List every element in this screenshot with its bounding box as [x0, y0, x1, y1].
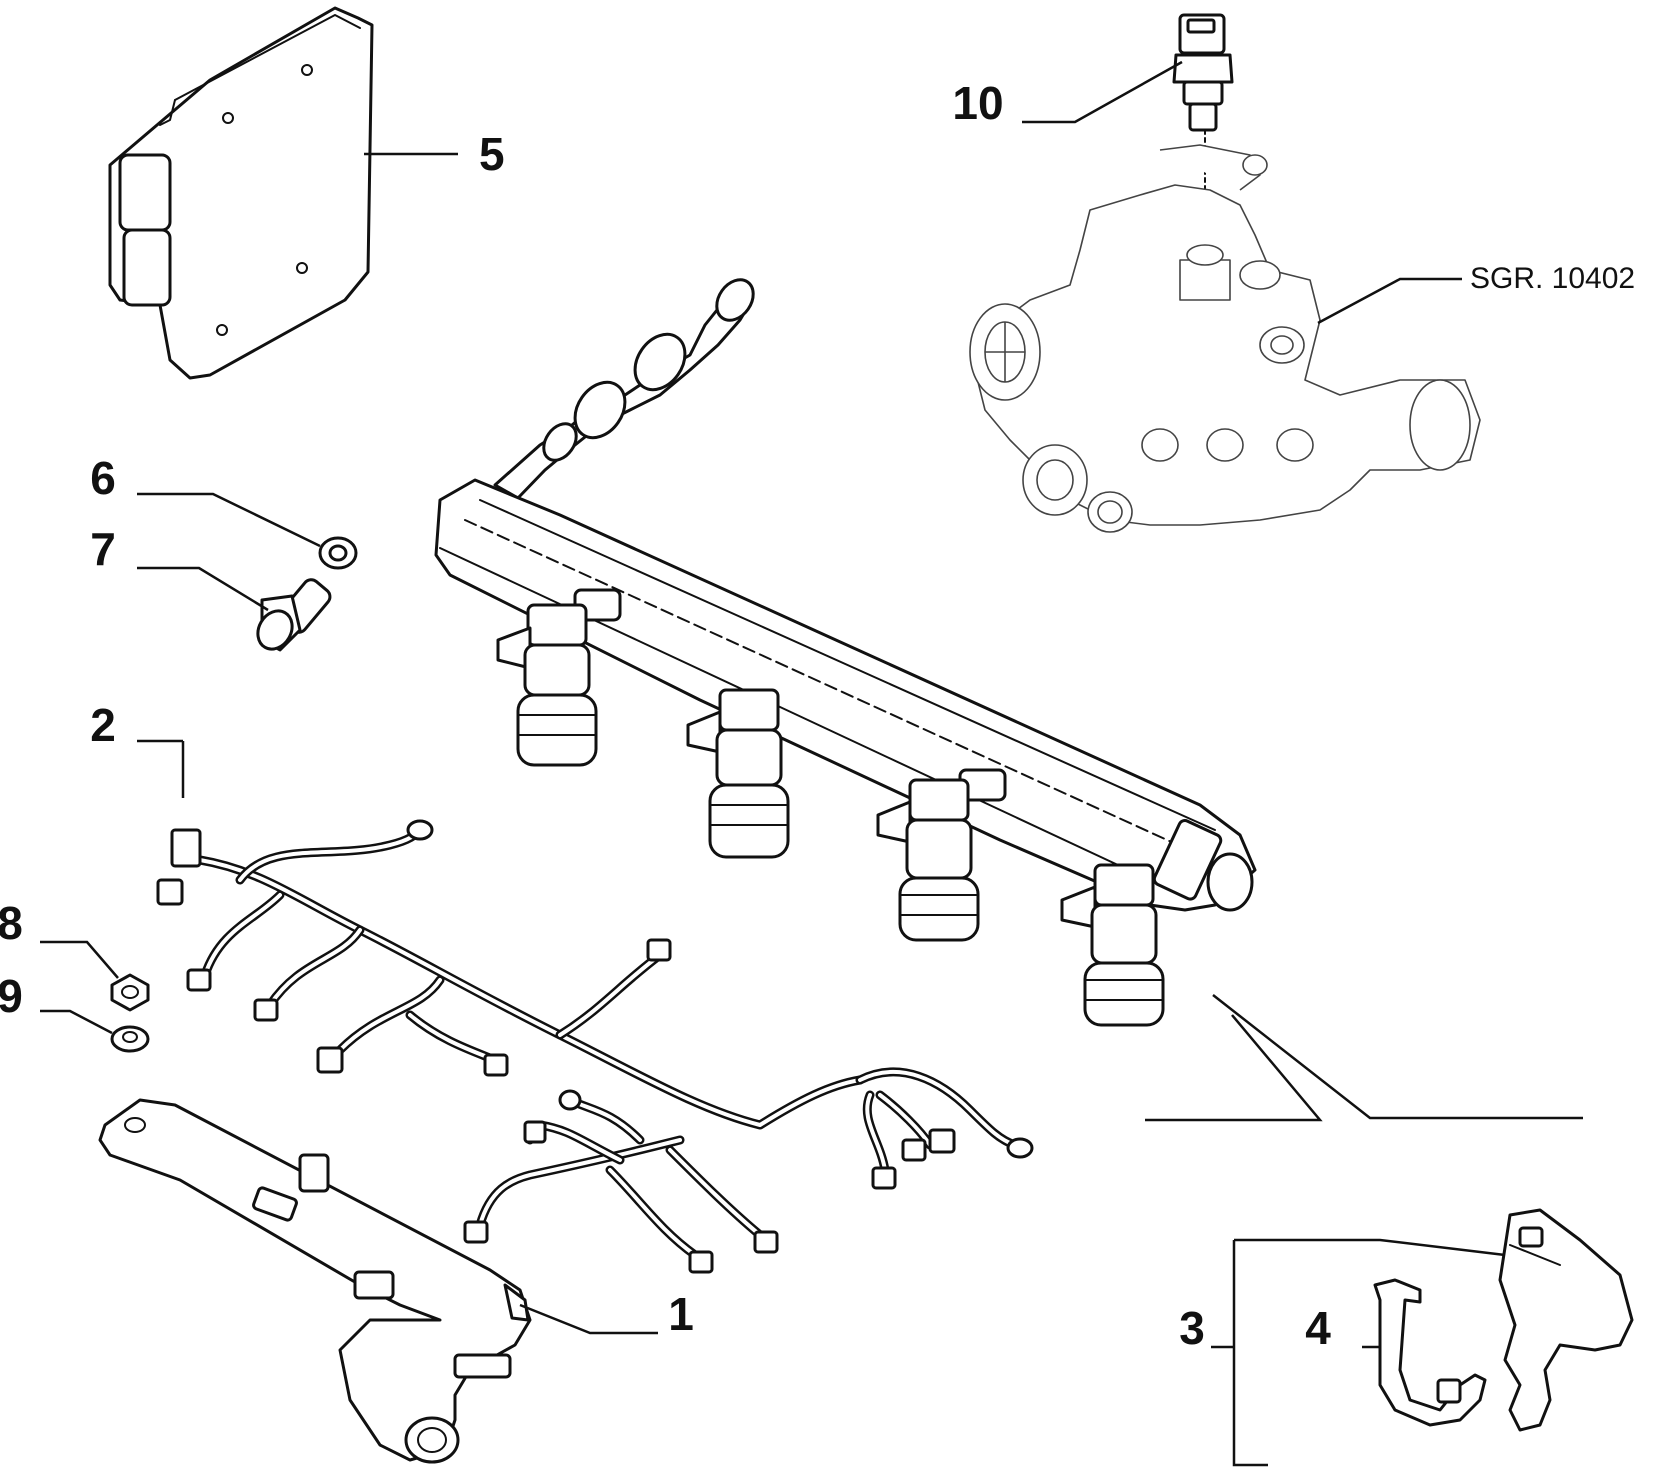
leader-line-7	[137, 566, 269, 612]
leader-line-6	[137, 492, 321, 548]
callout-3: 3	[1179, 1302, 1205, 1354]
part-3-cover	[1498, 1208, 1634, 1432]
leader-line-1	[519, 1303, 658, 1335]
part-9-washer	[110, 1025, 150, 1053]
coolant-outlet-housing-reference	[969, 144, 1481, 533]
part-5-ecu-module	[108, 6, 374, 380]
callout-10: 10	[952, 77, 1003, 129]
leader-line-8	[40, 940, 119, 979]
leader-line-3	[1234, 1238, 1506, 1257]
callout-8: 8	[0, 897, 23, 949]
callout-7: 7	[90, 523, 116, 575]
fuel-rail-with-injectors	[434, 278, 1257, 1027]
callout-9: 9	[0, 970, 23, 1022]
part-1-wiring-harness	[98, 819, 1034, 1464]
part-8-nut	[110, 973, 150, 1012]
leader-line-10	[1022, 60, 1183, 124]
callout-2: 2	[90, 699, 116, 751]
leader-line-reference	[1317, 277, 1462, 325]
callout-1: 1	[668, 1288, 694, 1340]
callout-6: 6	[90, 452, 116, 504]
bracket-line-3	[1232, 1240, 1268, 1467]
part-6-washer	[318, 536, 358, 570]
leader-line-9	[40, 1009, 113, 1035]
pointer-arrow-right	[1212, 994, 1583, 1120]
pointer-arrow-left	[1145, 1014, 1323, 1122]
part-4-bracket	[1373, 1278, 1487, 1427]
callout-5: 5	[479, 128, 505, 180]
part-7-bolt	[256, 578, 332, 652]
callout-4: 4	[1305, 1302, 1331, 1354]
reference-label-sgr: SGR. 10402	[1470, 262, 1635, 295]
